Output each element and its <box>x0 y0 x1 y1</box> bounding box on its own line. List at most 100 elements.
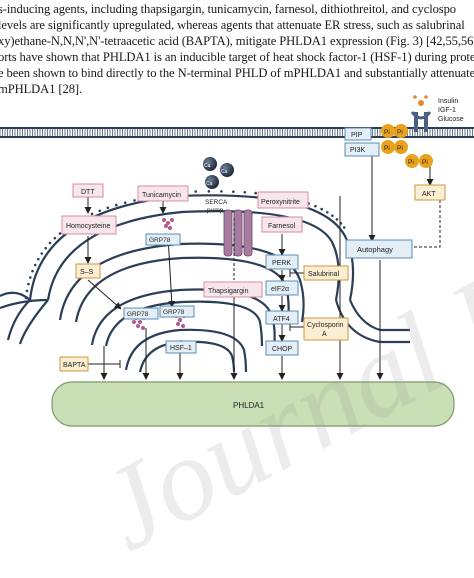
ribosome-dot <box>44 246 48 250</box>
svg-text:Peroxynitrite: Peroxynitrite <box>261 199 300 206</box>
ca-label: Ca <box>206 181 213 187</box>
ribosome-dot <box>320 207 323 211</box>
paragraph-line: e been shown to bind directly to the N-t… <box>0 66 474 80</box>
svg-text:Thapsigargin: Thapsigargin <box>208 288 249 295</box>
article-paragraph: s-inducing agents, including thapsigargi… <box>0 0 474 108</box>
eif2a-box: eIF2α <box>265 280 299 296</box>
chop-box: CHOP <box>265 340 299 356</box>
insulin-ligand-icon <box>418 100 424 106</box>
svg-text:GRP78: GRP78 <box>149 237 171 244</box>
svg-text:PERK: PERK <box>272 260 291 267</box>
pip-box: PIP <box>344 127 372 141</box>
ribosome-dot <box>326 210 329 214</box>
ribosome-dot <box>58 232 62 235</box>
svg-text:HSF–1: HSF–1 <box>170 345 192 352</box>
ribosome-dot <box>331 214 334 217</box>
pi3k-box: PI3K <box>344 142 380 157</box>
atf4-box: ATF4 <box>265 310 299 325</box>
ribosome-dot <box>114 203 118 207</box>
svg-text:Pi: Pi <box>384 129 390 136</box>
svg-text:ATF4: ATF4 <box>273 316 290 323</box>
svg-text:Tunicamycin: Tunicamycin <box>142 192 181 199</box>
tunicamycin-box: Tunicamycin <box>137 185 189 202</box>
paragraph-line: s-inducing agents, including thapsigargi… <box>0 2 456 16</box>
ribosome-dot <box>220 190 223 193</box>
ribosome-dot <box>133 199 136 202</box>
svg-text:Autophagy: Autophagy <box>357 245 393 254</box>
pi-phosphate-icons: Pi Pi Pi Pi Pi Pi <box>381 124 433 168</box>
calcium-ions: Ca Ca Ca <box>203 157 234 189</box>
ribosome-dot <box>106 206 110 210</box>
svg-text:Salubrinal: Salubrinal <box>308 271 340 278</box>
ribosome-dot <box>243 190 247 194</box>
phlda1-nucleus <box>51 381 455 427</box>
insulin-receptor <box>410 95 432 132</box>
serca-label: SERCA <box>205 199 228 206</box>
svg-text:Cyclosporin: Cyclosporin <box>307 322 344 329</box>
paragraph-line: levels are significantly upregulated, wh… <box>0 18 465 32</box>
receptor-label-insulin: Insulin <box>438 98 458 105</box>
ribosome-dot <box>48 241 52 245</box>
svg-text:Pi: Pi <box>397 129 403 136</box>
er-stress-diagram: Insulin IGF-1 Glucose PHLDA1 Ca Ca <box>0 95 474 427</box>
perk-box: PERK <box>265 254 299 270</box>
ribosome-dot <box>98 209 102 213</box>
ca-label: Ca <box>221 169 228 175</box>
serca-label-pump: pump <box>207 207 224 214</box>
svg-text:Homocysteine: Homocysteine <box>66 223 110 230</box>
hsf1-box: HSF–1 <box>165 340 197 354</box>
grp78-box-right: GRP78 <box>159 305 195 318</box>
peroxynitrite-box: Peroxynitrite <box>257 191 309 209</box>
serca-pump-icon <box>223 209 253 257</box>
ss-box: S–S <box>75 263 101 279</box>
grp78-box-upper: GRP78 <box>145 233 181 246</box>
ribosome-dot <box>40 252 44 255</box>
ribosome-dot <box>254 191 257 195</box>
ribosome-dot <box>53 236 57 240</box>
svg-text:Pi: Pi <box>384 145 390 152</box>
svg-text:DTT: DTT <box>81 189 95 196</box>
ribosome-dot <box>335 218 339 221</box>
svg-text:PIP: PIP <box>351 132 363 139</box>
svg-text:Pi: Pi <box>397 145 403 152</box>
farnesol-box: Farnesol <box>261 216 303 233</box>
svg-text:S–S: S–S <box>80 269 94 276</box>
svg-text:GRP78: GRP78 <box>163 309 185 316</box>
svg-text:A: A <box>322 331 327 338</box>
paragraph-line: mPHLDA1 [28]. <box>0 82 83 96</box>
ribosome-dot <box>314 204 317 208</box>
homocysteine-box: Homocysteine <box>61 215 117 235</box>
dtt-box: DTT <box>72 183 104 198</box>
ribosome-dot <box>123 201 127 204</box>
ribosome-dot <box>31 269 34 273</box>
ribosome-dot <box>33 263 37 267</box>
ribosome-dot <box>207 190 211 193</box>
svg-text:PI3K: PI3K <box>350 147 366 154</box>
ribosome-dot <box>28 276 32 279</box>
ribosome-dot <box>25 289 29 293</box>
ribosome-dot <box>342 226 346 229</box>
thapsigargin-box: Thapsigargin <box>203 281 263 298</box>
ribosome-dot <box>90 212 94 216</box>
receptor-label-glucose: Glucose <box>438 116 464 123</box>
ribosome-dot <box>24 296 28 300</box>
paragraph-line: orts have shown that PHLDA1 is an induci… <box>0 50 474 64</box>
svg-text:AKT: AKT <box>422 191 436 198</box>
svg-text:CHOP: CHOP <box>272 346 293 353</box>
svg-text:Farnesol: Farnesol <box>268 223 296 230</box>
pathway-arrows <box>84 145 434 380</box>
akt-box: AKT <box>414 184 446 201</box>
salubrinal-box: Salubrinal <box>303 265 349 281</box>
phlda1-label: PHLDA1 <box>233 401 265 410</box>
ribosome-dot <box>232 190 235 193</box>
svg-text:Pi: Pi <box>408 159 414 166</box>
ribosome-dot <box>27 282 30 286</box>
paragraph-line: xy)ethane-N,N,N',N'-tetraacetic acid (BA… <box>0 34 474 48</box>
cyclosporin-box: Cyclosporin A <box>303 317 349 341</box>
ribosome-dot <box>194 190 198 193</box>
bapta-box: BAPTA <box>59 356 89 372</box>
grp78-box-left: GRP78 <box>123 307 159 320</box>
svg-text:GRP78: GRP78 <box>127 311 149 318</box>
svg-text:eIF2α: eIF2α <box>271 286 289 293</box>
ca-label: Ca <box>204 163 211 169</box>
